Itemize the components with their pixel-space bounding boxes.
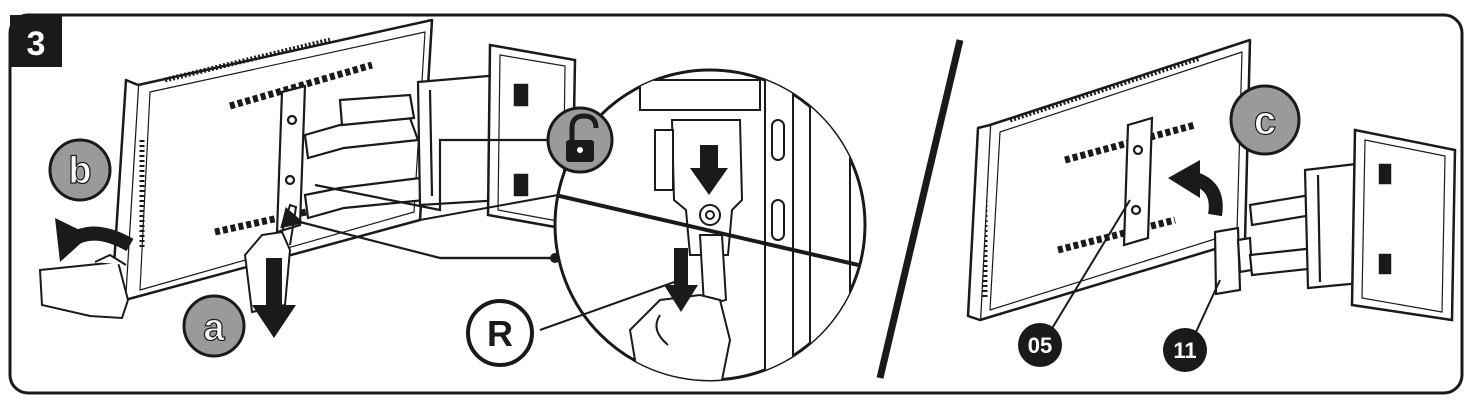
panel-divider [876, 39, 964, 379]
badge-c-label: c [1254, 99, 1276, 143]
arrow-c [1168, 160, 1223, 217]
badge-r: R [466, 279, 681, 367]
arrow-b [55, 218, 134, 262]
badge-a-label: a [203, 307, 225, 349]
badge-b: b [48, 138, 112, 202]
badge-c: c [1229, 84, 1301, 156]
callout-11: 11 [1163, 279, 1221, 372]
arm-bracket-11 [1213, 226, 1242, 296]
hand-right [38, 253, 130, 320]
badge-b-label: b [68, 150, 91, 192]
step-badge: 3 [10, 15, 62, 67]
step-number: 3 [27, 25, 46, 63]
part-11-label: 11 [1173, 338, 1196, 363]
badge-r-label: R [487, 313, 513, 354]
arrow-a [252, 258, 296, 338]
callout-05: 05 [1018, 199, 1131, 367]
tv-bracket-left [275, 84, 307, 234]
tv-right [966, 38, 1252, 322]
tv-bracket-05 [1122, 116, 1154, 247]
tv-edge-lines [419, 194, 559, 221]
leader-lines [280, 138, 565, 260]
part-05-label: 05 [1028, 333, 1052, 358]
unlocked-padlock-icon [566, 113, 599, 162]
wall-plate-right [1350, 128, 1457, 322]
unlock-badge [546, 106, 614, 174]
badge-a: a [182, 294, 246, 358]
